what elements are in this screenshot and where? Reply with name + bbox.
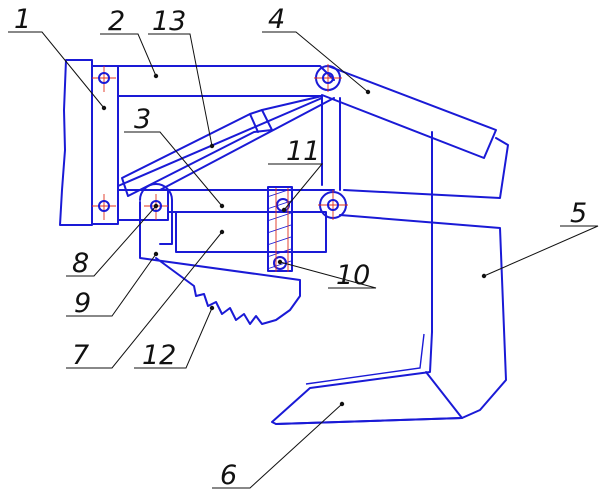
label-3: 3 bbox=[134, 104, 151, 135]
label-2: 2 bbox=[108, 6, 125, 37]
part-6-share bbox=[271, 331, 463, 425]
label-1: 1 bbox=[14, 4, 31, 35]
label-11: 11 bbox=[286, 136, 320, 167]
part-1-mounting-plate bbox=[59, 59, 119, 226]
part-9-12-toothed-lever bbox=[139, 183, 301, 325]
label-5: 5 bbox=[570, 198, 587, 229]
label-10: 10 bbox=[336, 260, 370, 291]
label-12: 12 bbox=[142, 340, 176, 371]
part-10-11-roller-column bbox=[267, 186, 293, 272]
part-4-upper-link bbox=[315, 65, 497, 159]
label-7: 7 bbox=[72, 340, 89, 371]
label-13: 13 bbox=[152, 6, 186, 37]
part-7-lower-block bbox=[175, 211, 327, 253]
label-4: 4 bbox=[268, 4, 285, 35]
label-9: 9 bbox=[74, 288, 91, 319]
label-6: 6 bbox=[220, 460, 237, 491]
part-13-hydraulic-cylinder bbox=[121, 95, 323, 197]
part-2-upper-frame bbox=[117, 65, 335, 186]
part-5-tine-shank bbox=[275, 131, 509, 425]
leader-lines bbox=[8, 31, 599, 489]
label-8: 8 bbox=[72, 248, 89, 279]
pivot-centerlines bbox=[92, 64, 348, 272]
